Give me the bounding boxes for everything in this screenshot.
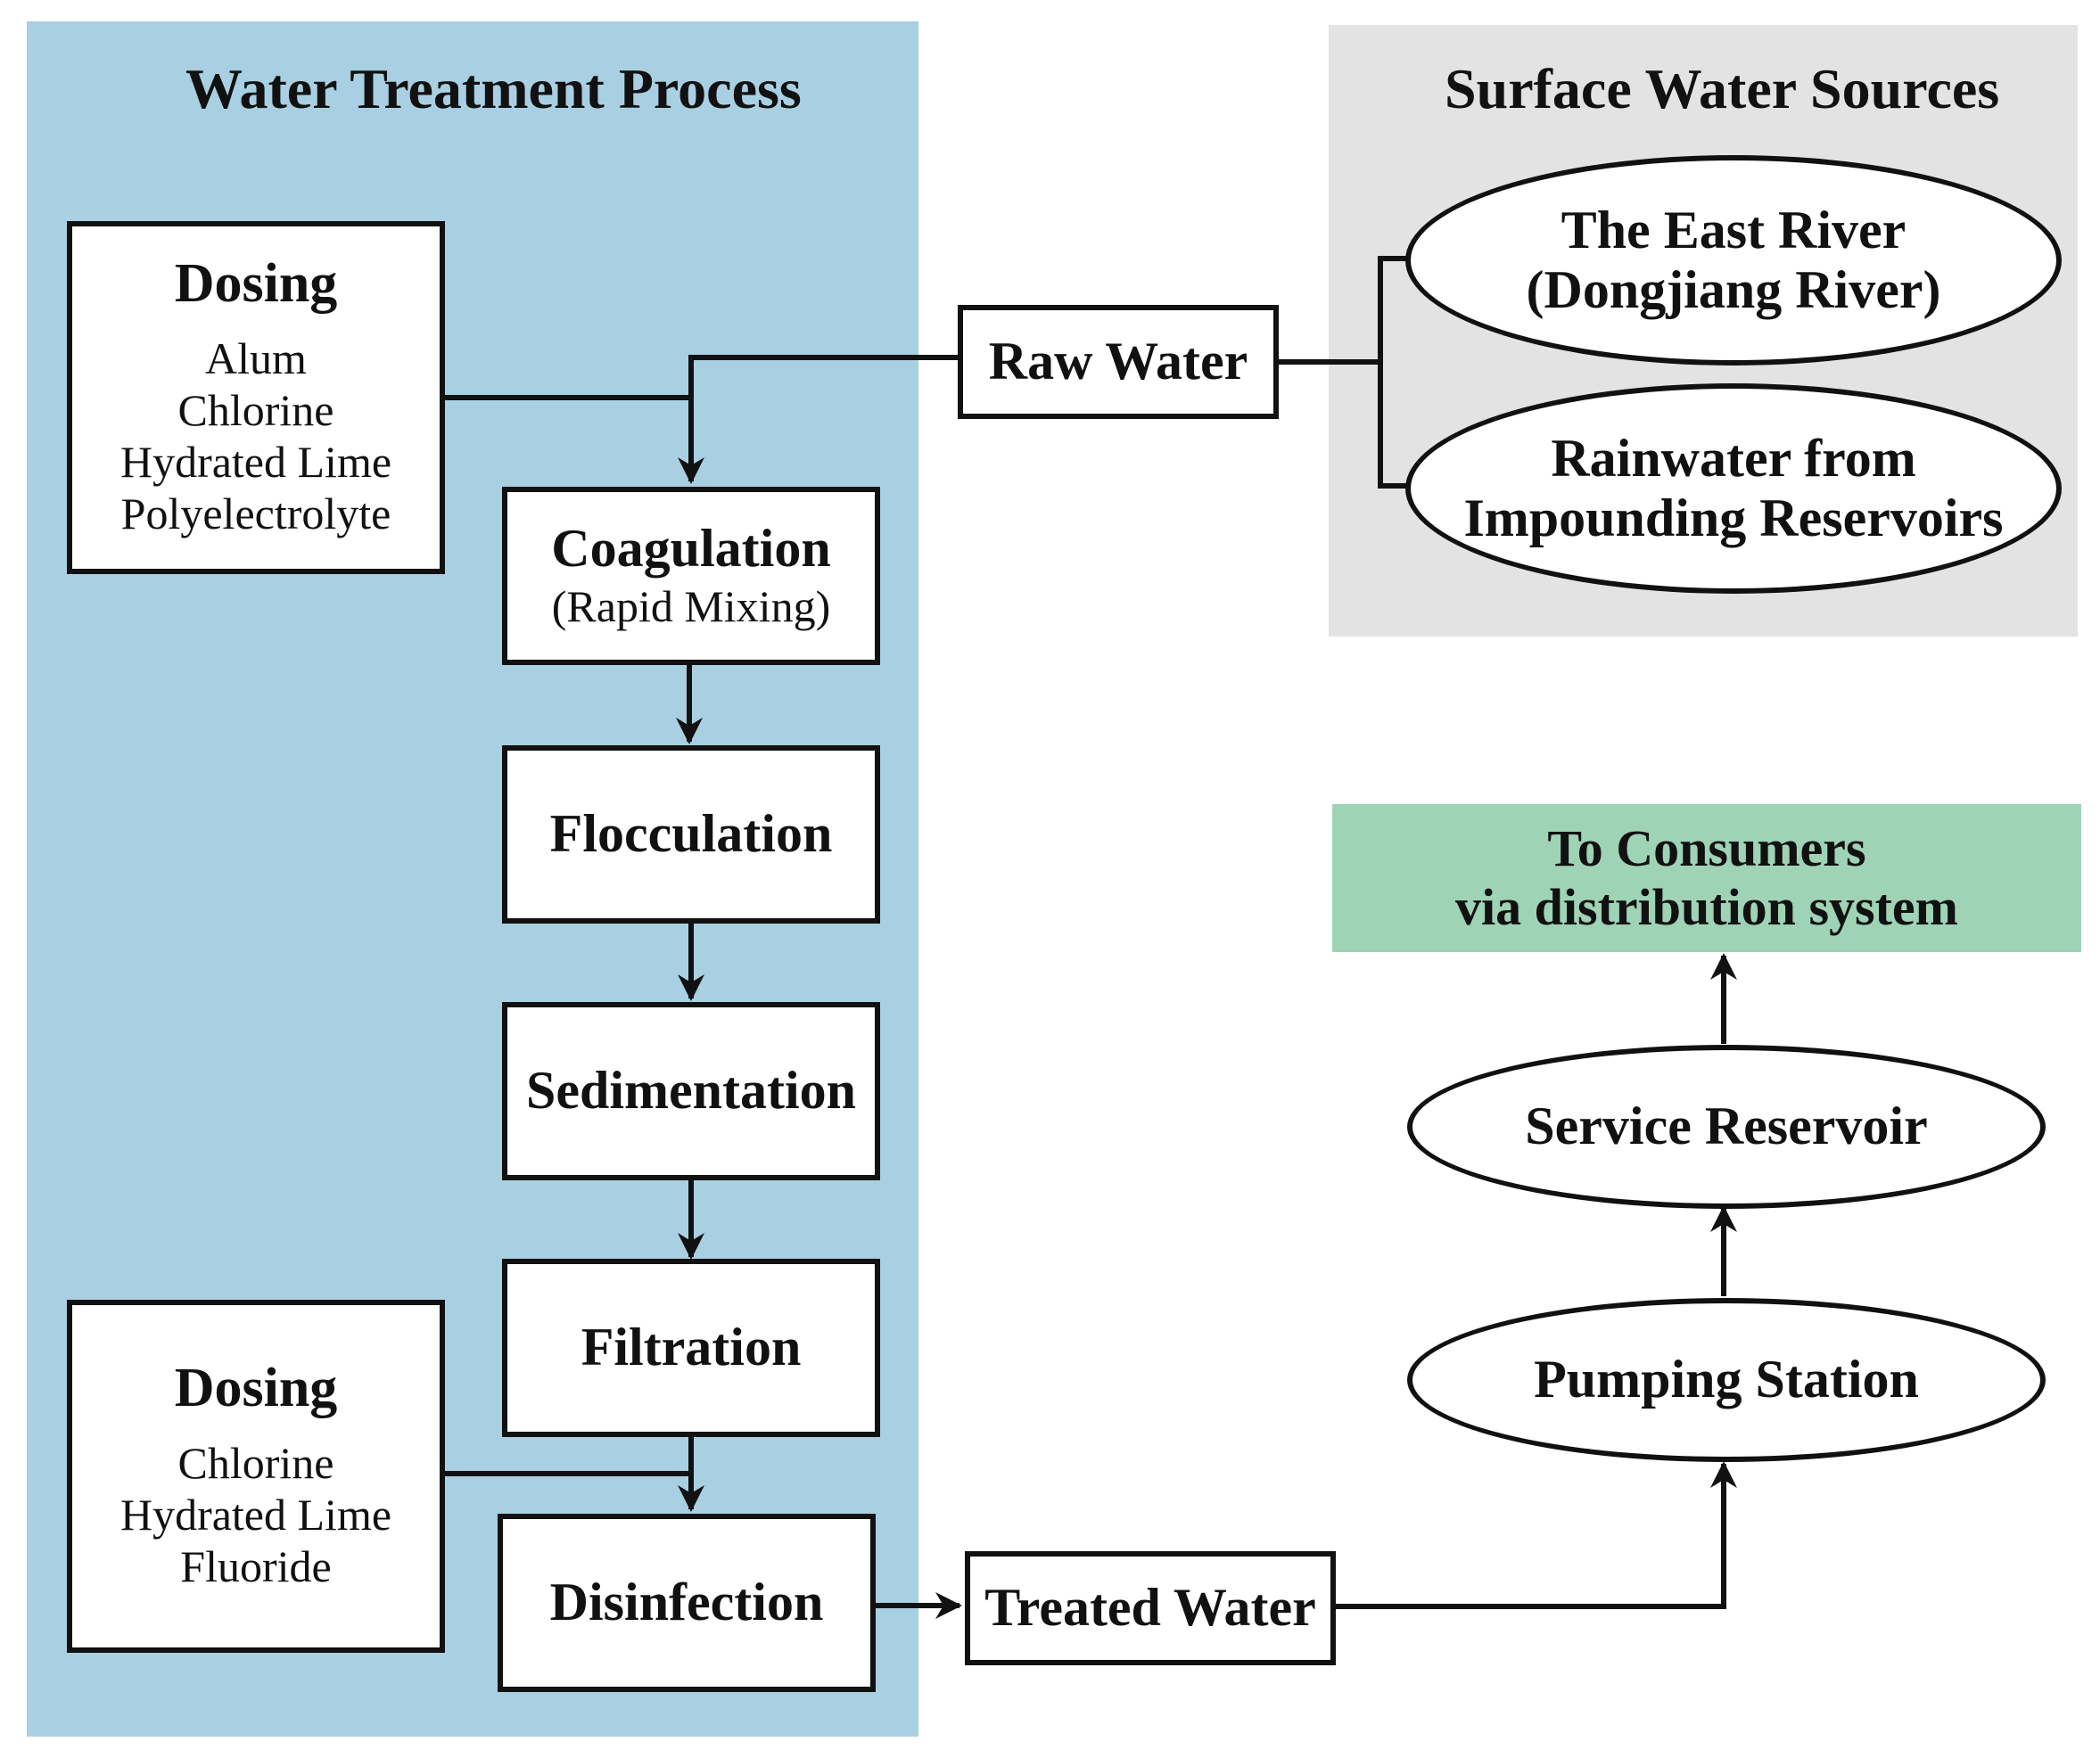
raw-water-box: Raw Water (958, 305, 1279, 419)
rainwater-line-2: Impounding Reservoirs (1463, 489, 2004, 547)
consumers-line-1: To Consumers (1547, 819, 1866, 877)
connector-east-river (1378, 256, 1409, 489)
dosing-top-box: Dosing Alum Chlorine Hydrated Lime Polye… (67, 221, 445, 574)
service-reservoir-ellipse: Service Reservoir (1407, 1045, 2046, 1209)
sedimentation-label: Sedimentation (525, 1061, 857, 1121)
disinfection-label: Disinfection (549, 1573, 824, 1632)
dosing-top-item: Chlorine (177, 385, 334, 435)
coagulation-box: Coagulation (Rapid Mixing) (502, 487, 880, 665)
dosing-top-item: Hydrated Lime (119, 437, 392, 487)
raw-water-label: Raw Water (988, 332, 1248, 391)
pumping-station-ellipse: Pumping Station (1407, 1298, 2046, 1462)
east-river-ellipse: The East River (Dongjiang River) (1405, 155, 2062, 366)
filtration-box: Filtration (502, 1259, 880, 1437)
treated-water-box: Treated Water (965, 1551, 1336, 1665)
dosing-bottom-item: Fluoride (180, 1541, 332, 1591)
arrow-treated-water-to-pumping-station (1333, 1461, 1737, 1609)
service-reservoir-label: Service Reservoir (1525, 1097, 1928, 1156)
sedimentation-box: Sedimentation (502, 1002, 880, 1180)
dosing-top-title: Dosing (174, 253, 338, 314)
filtration-label: Filtration (581, 1318, 802, 1377)
rainwater-ellipse: Rainwater from Impounding Reservoirs (1405, 383, 2062, 594)
surface-water-sources-title: Surface Water Sources (1445, 57, 2000, 120)
dosing-bottom-title: Dosing (174, 1358, 338, 1418)
east-river-line-1: The East River (1561, 200, 1906, 259)
arrow-raw-water-to-coagulation (678, 355, 959, 484)
dosing-top-item: Polyelectrolyte (120, 489, 391, 538)
consumers-line-2: via distribution system (1455, 878, 1958, 936)
rainwater-line-1: Rainwater from (1551, 428, 1916, 488)
coagulation-sublabel: (Rapid Mixing) (551, 580, 831, 631)
treated-water-label: Treated Water (984, 1578, 1316, 1638)
dosing-bottom-box: Dosing Chlorine Hydrated Lime Fluoride (67, 1300, 445, 1653)
dosing-bottom-item: Hydrated Lime (119, 1490, 392, 1540)
flocculation-label: Flocculation (549, 804, 833, 864)
coagulation-label: Coagulation (551, 519, 831, 579)
dosing-top-item: Alum (205, 333, 307, 383)
flocculation-box: Flocculation (502, 745, 880, 924)
east-river-line-2: (Dongjiang River) (1526, 260, 1941, 319)
pumping-station-label: Pumping Station (1534, 1350, 1919, 1409)
dosing-bottom-item: Chlorine (177, 1438, 334, 1488)
consumers-panel: To Consumers via distribution system (1332, 804, 2081, 952)
disinfection-box: Disinfection (498, 1514, 876, 1692)
treatment-process-title: Water Treatment Process (185, 57, 802, 120)
